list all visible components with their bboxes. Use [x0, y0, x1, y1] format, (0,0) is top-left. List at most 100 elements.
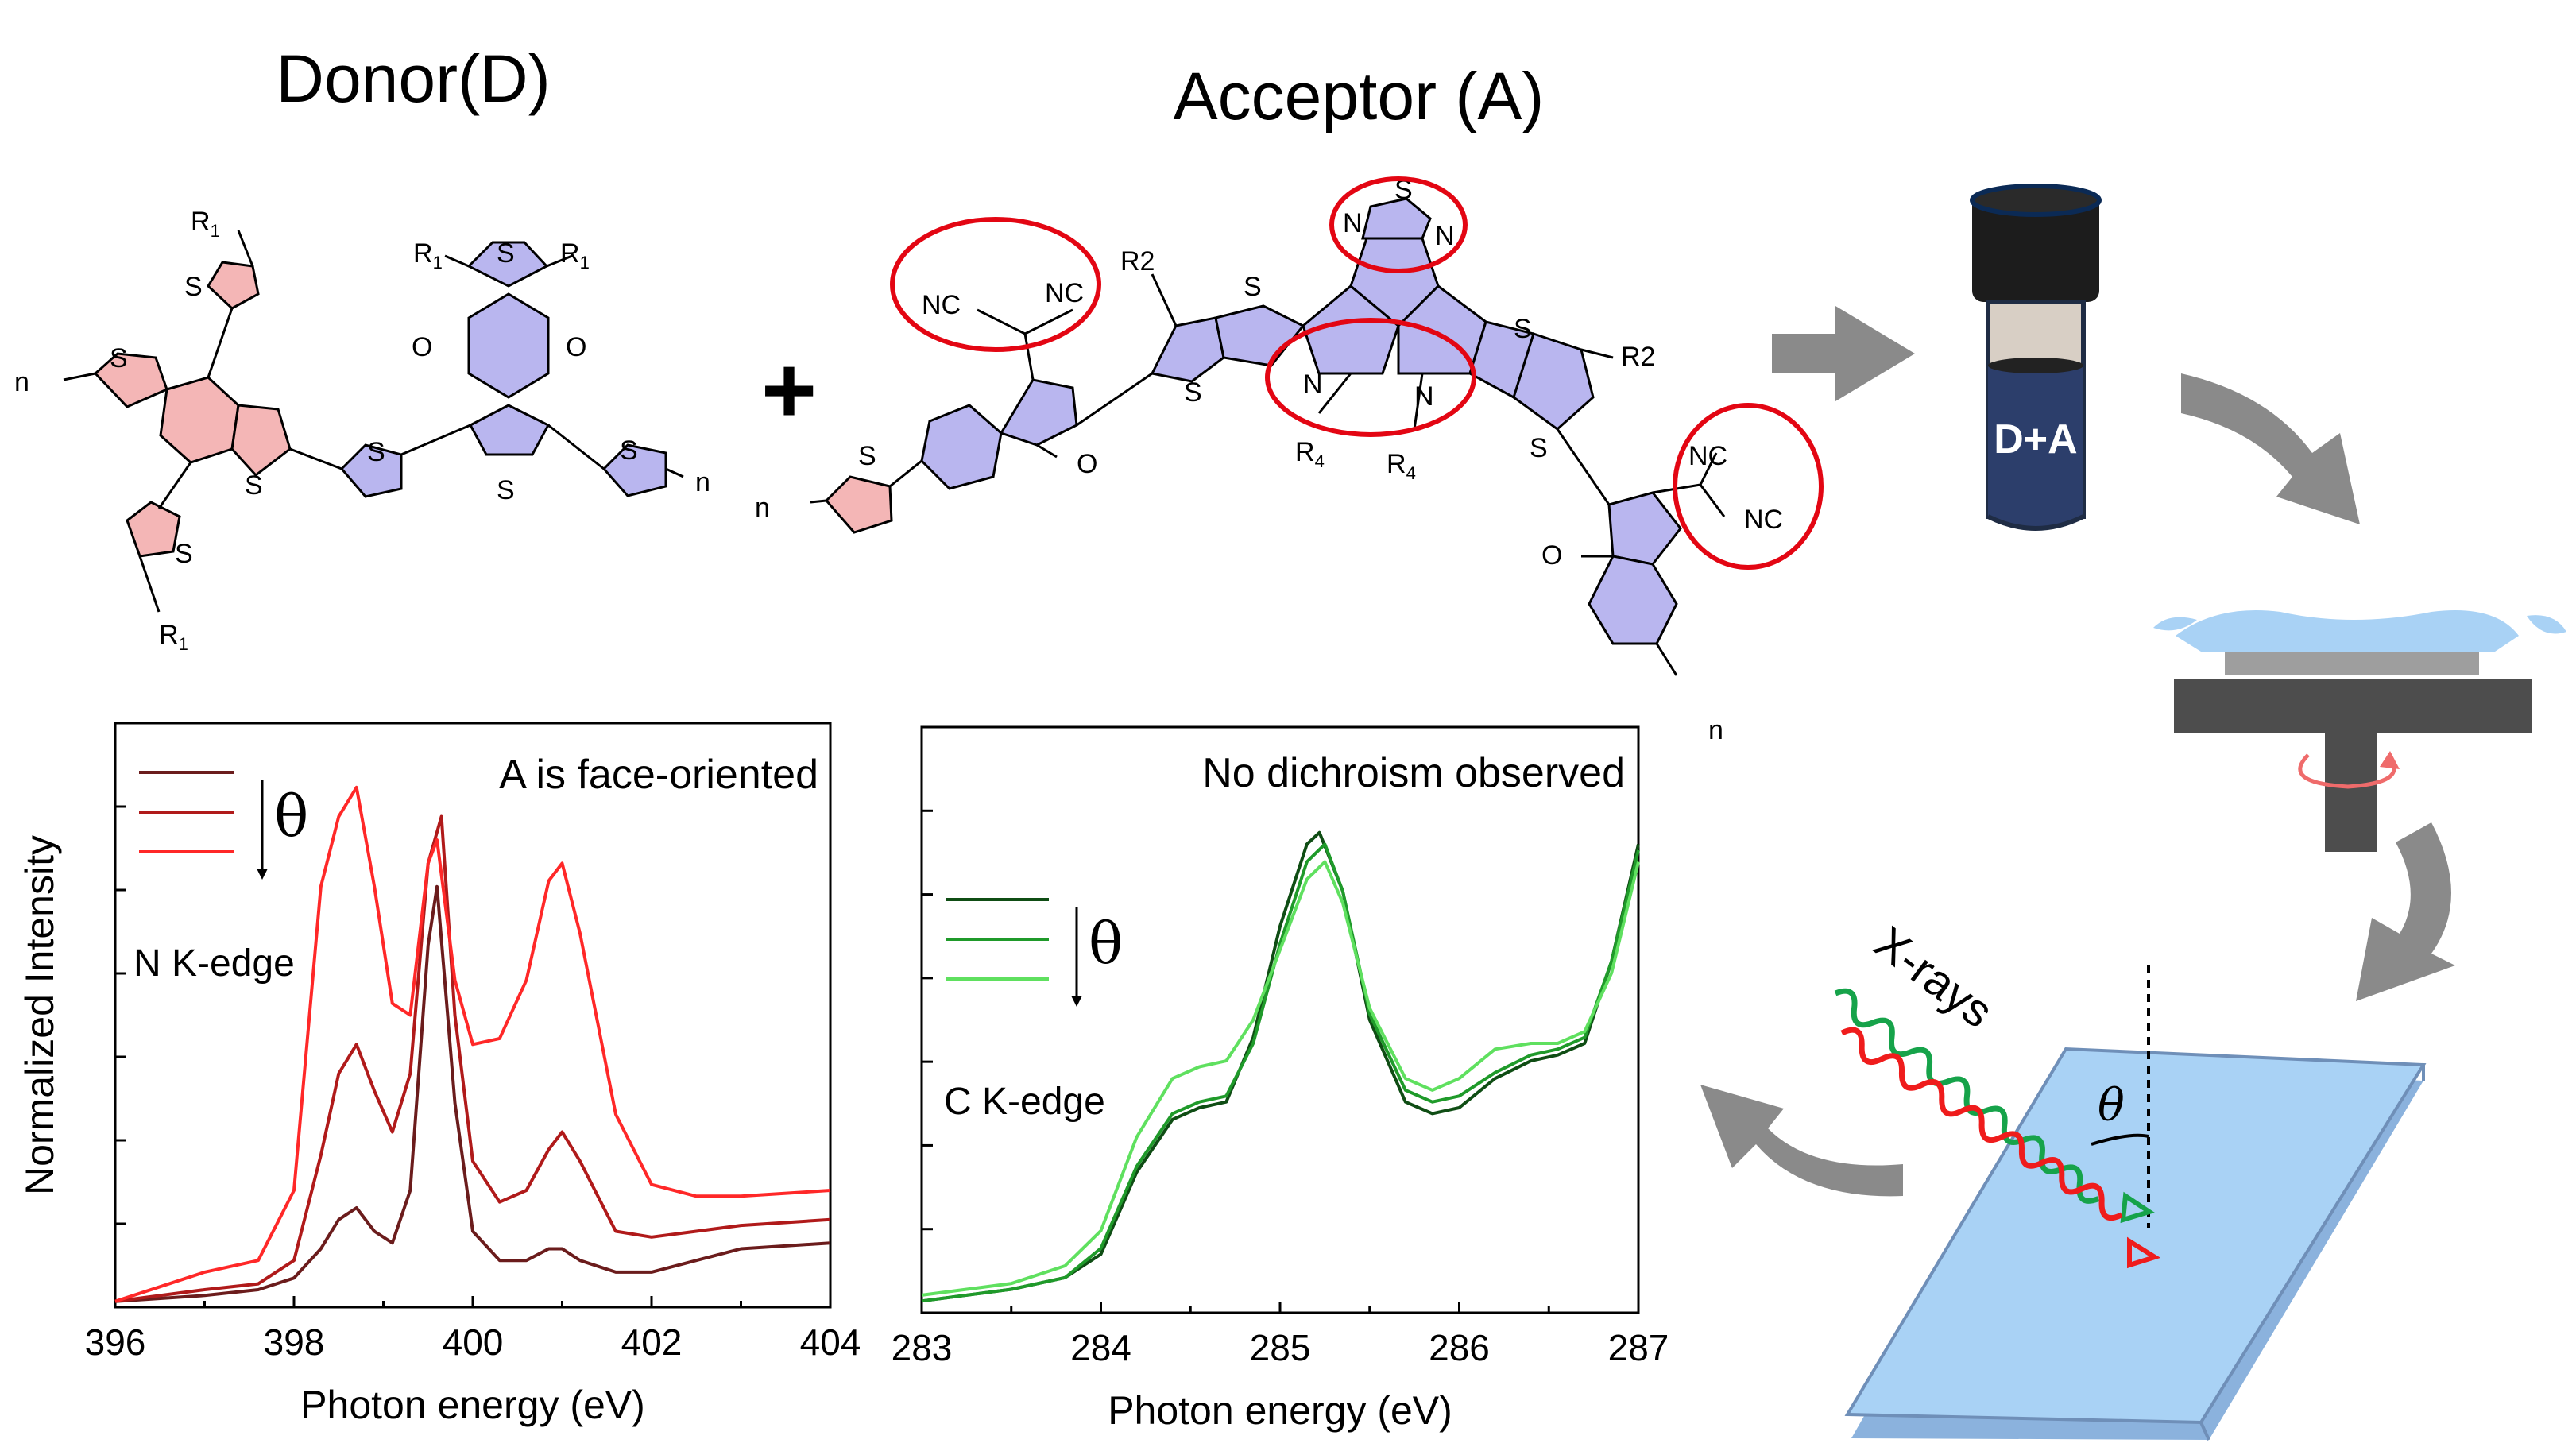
angle-theta-label: θ [2098, 1080, 2125, 1132]
acceptor-label-r4-left: R4 [1295, 437, 1325, 471]
donor-label-s: S [497, 238, 515, 269]
acceptor-right-cyclopentanone [1607, 491, 1682, 566]
donor-core-thiophene-right [230, 404, 292, 478]
highlight-circle-dicyano-left [890, 217, 1101, 352]
acceptor-atom-labels: NC NC R2 S S S N N N N R4 R4 S S R2 NC N… [755, 175, 1783, 745]
x-tick-label: 287 [1608, 1327, 1669, 1368]
red-arrowhead [2127, 1236, 2161, 1269]
x-tick-label: 284 [1070, 1327, 1131, 1368]
series-line [114, 884, 831, 1303]
acceptor-tt-left-1 [1150, 316, 1225, 383]
acceptor-label-r4-right: R4 [1387, 449, 1416, 483]
edge-label: N K-edge [133, 942, 295, 985]
acceptor-label-nc: NC [1045, 278, 1084, 308]
chart-annotation: No dichroism observed [1202, 750, 1625, 796]
acceptor-core-left [1302, 284, 1400, 375]
series-line [114, 785, 831, 1303]
acceptor-label-s: S [1244, 272, 1262, 302]
wave-icon [1840, 1027, 2123, 1221]
acceptor-label-s: S [1394, 175, 1413, 205]
donor-label-n-right: n [695, 467, 710, 497]
donor-bottom-thiophene [126, 501, 181, 558]
x-tick-label: 396 [85, 1321, 146, 1363]
legend-theta-label: θ [274, 783, 308, 849]
acceptor-right-benzene [1588, 555, 1678, 645]
x-tick-label: 285 [1250, 1327, 1311, 1368]
donor-label-o-left: O [412, 332, 432, 362]
vial-icon: D+A [1970, 184, 2102, 531]
donor-label-s: S [497, 475, 515, 505]
vial-label: D+A [1994, 416, 2077, 462]
x-tick-label: 283 [892, 1327, 953, 1368]
highlight-circle-pyrrole-n [1265, 318, 1476, 437]
acceptor-label-s: S [1514, 314, 1532, 344]
legend-arrowhead-icon [1071, 996, 1082, 1007]
acceptor-label-n: N [1343, 208, 1363, 238]
acceptor-molecule [810, 197, 1726, 676]
x-tick-label: 286 [1429, 1327, 1490, 1368]
y-axis-label: Normalized Intensity [17, 835, 62, 1195]
donor-label-o-right: O [566, 332, 586, 362]
chart-annotation: A is face-oriented [499, 752, 818, 798]
spin-coater-icon [2153, 610, 2566, 852]
acceptor-thiadiazole [1361, 197, 1432, 240]
acceptor-label-n-repeat-right: n [1708, 715, 1723, 745]
acceptor-tt-right-2 [1512, 332, 1595, 431]
legend-theta-label: θ [1089, 910, 1123, 977]
angle-arc [2091, 1133, 2149, 1146]
acceptor-label-n-repeat-left: n [755, 493, 770, 523]
acceptor-left-cyclopentanone [999, 378, 1078, 447]
acceptor-end-thiophene [824, 475, 893, 534]
x-tick-label: 398 [264, 1321, 325, 1363]
acceptor-label-nc: NC [922, 290, 961, 320]
x-axis-label: Photon energy (eV) [300, 1383, 645, 1427]
donor-bdd-bottom-thiophene [468, 404, 551, 456]
donor-core-thiophene-left [93, 352, 168, 408]
donor-label-r1-bottom: R1 [159, 620, 188, 654]
donor-label-r1-bdd-right: R1 [560, 238, 590, 273]
curved-arrow-icon [2181, 373, 2360, 524]
acceptor-label-s: S [1184, 377, 1202, 408]
wave-icon [1834, 988, 2100, 1204]
curved-arrow-icon [1700, 1085, 1903, 1197]
donor-top-thiophene [207, 261, 260, 310]
legend-arrowhead-icon [257, 869, 268, 880]
donor-bridge-thiophene [339, 443, 403, 498]
x-tick-label: 400 [443, 1321, 504, 1363]
series-line [921, 830, 1640, 1303]
donor-label-s: S [245, 470, 263, 501]
donor-label-n-left: n [14, 367, 29, 397]
acceptor-heading: Acceptor (A) [1174, 59, 1545, 133]
donor-bdd-quinone [467, 292, 550, 399]
edge-label: C K-edge [944, 1081, 1105, 1123]
substrate-icon [1844, 1047, 2427, 1441]
highlight-circle-thiadiazole [1329, 176, 1468, 273]
acceptor-label-n: N [1303, 370, 1323, 400]
x-tick-label: 402 [621, 1321, 683, 1363]
plus-sign: + [761, 337, 817, 443]
donor-core-benzene [159, 376, 240, 464]
arrow-right-icon [1772, 306, 1915, 401]
plot-frame [920, 726, 1640, 1314]
donor-label-s: S [620, 435, 638, 466]
acceptor-label-nc: NC [1744, 505, 1783, 535]
acceptor-highlights [890, 176, 1824, 570]
acceptor-label-s: S [858, 441, 876, 471]
donor-label-r1-top: R1 [191, 207, 220, 241]
donor-bdd-top-thiophene [466, 241, 549, 288]
donor-label-r1-bdd-left: R1 [413, 238, 443, 273]
acceptor-label-n: N [1435, 221, 1455, 251]
acceptor-label-nc: NC [1688, 441, 1727, 471]
acceptor-label-r2-right: R2 [1621, 342, 1655, 372]
acceptor-tt-left-2 [1214, 304, 1305, 367]
acceptor-label-r2-left: R2 [1120, 246, 1155, 277]
donor-label-s: S [110, 343, 128, 373]
donor-molecule [63, 230, 684, 613]
donor-heading: Donor(D) [276, 41, 550, 116]
acceptor-label-n: N [1414, 381, 1434, 412]
series-line [921, 842, 1640, 1303]
